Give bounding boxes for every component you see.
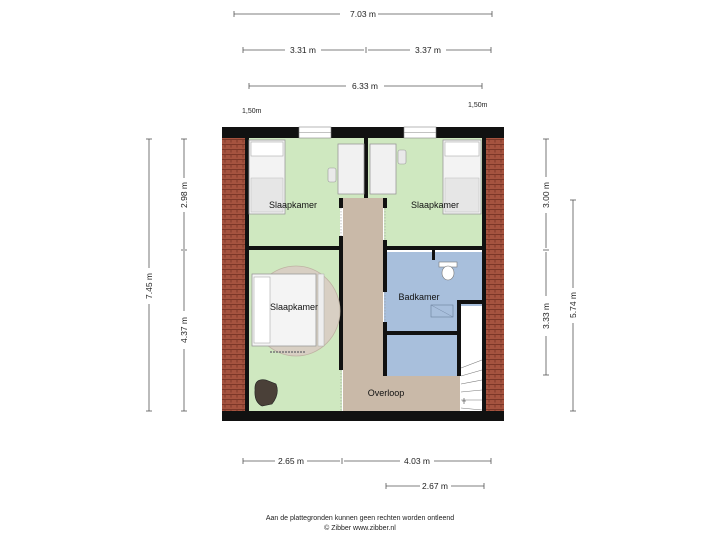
height-marker-left: 1,50m [242, 108, 262, 115]
doors [340, 208, 386, 411]
dimension-lines [146, 11, 576, 489]
label-bedroom-top-right: Slaapkamer [411, 200, 459, 210]
desk-left [327, 143, 365, 195]
walls [222, 127, 504, 421]
dim-top-inner: 6.33 m [352, 81, 378, 91]
shower-drain [430, 304, 454, 318]
height-marker-right: 1,50m [468, 102, 488, 109]
dim-bottom-inner: 2.67 m [422, 481, 448, 491]
label-landing: Overloop [368, 388, 405, 398]
dim-left-upper: 2.98 m [179, 182, 189, 208]
room-landing-lower [343, 376, 460, 411]
roof-left [222, 127, 249, 421]
disclaimer: Aan de plattegronden kunnen geen rechten… [265, 515, 455, 522]
bed-top-right [442, 139, 482, 215]
bed-top-left [248, 139, 286, 215]
dimension-labels: 7.03 m 3.31 m 3.37 m 6.33 m 1,50m 1,50m … [144, 9, 578, 491]
room-labels: Slaapkamer Slaapkamer Slaapkamer Badkame… [269, 200, 459, 398]
dim-top-right: 3.37 m [415, 45, 441, 55]
copyright: © Zibber www.zibber.nl [324, 525, 396, 532]
room-landing [343, 198, 383, 411]
label-bathroom: Badkamer [398, 292, 439, 302]
dim-left-outer: 7.45 m [144, 273, 154, 299]
armchair [254, 379, 278, 407]
stair-area [460, 306, 482, 411]
dim-bottom-left: 2.65 m [278, 456, 304, 466]
windows [298, 126, 437, 139]
dim-left-lower: 4.37 m [179, 317, 189, 343]
dim-right-lower: 3.33 m [541, 303, 551, 329]
dim-top-total: 7.03 m [350, 9, 376, 19]
double-bed [251, 265, 341, 357]
roof-right [482, 127, 504, 421]
dim-right-upper: 3.00 m [541, 182, 551, 208]
toilet [438, 261, 458, 281]
staircase [460, 359, 483, 411]
dim-top-left: 3.31 m [290, 45, 316, 55]
dim-bottom-right: 4.03 m [404, 456, 430, 466]
desk-right [369, 143, 407, 195]
dim-right-outer: 5.74 m [568, 292, 578, 318]
label-bedroom-top-left: Slaapkamer [269, 200, 317, 210]
label-bedroom-bottom-left: Slaapkamer [270, 302, 318, 312]
